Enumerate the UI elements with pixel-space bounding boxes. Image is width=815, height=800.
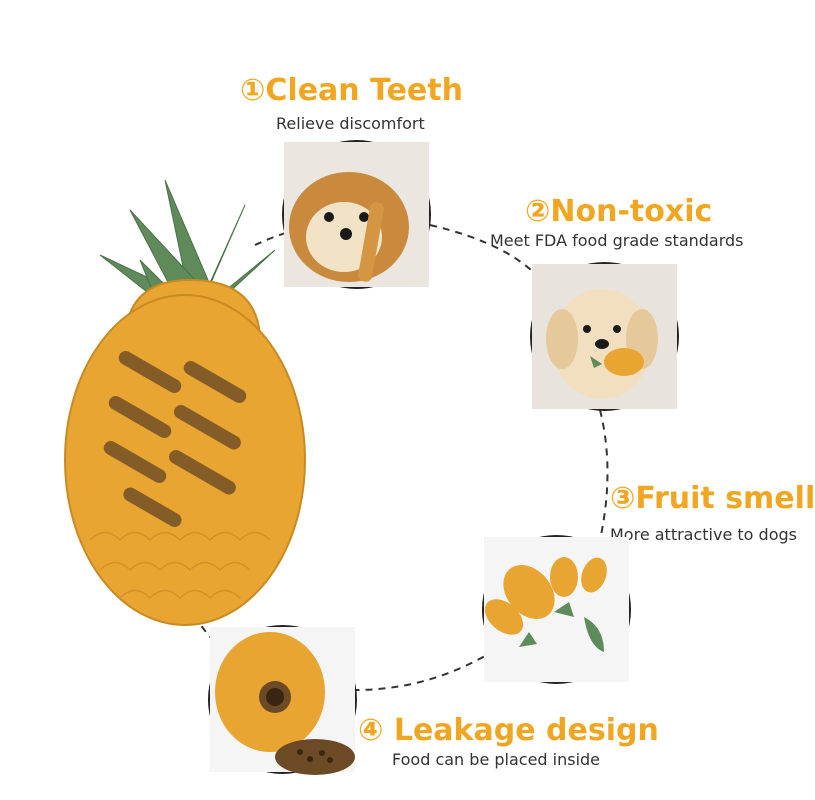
dog-chewing-stick-photo [282,140,431,289]
feature-1-title: ①Clean Teeth [240,73,463,108]
pineapple-with-kibble-photo [208,625,357,775]
pineapple-toys-group-photo [482,535,631,684]
feature-4-subtitle: Food can be placed inside [392,750,601,769]
pineapple-chew-toy-image [64,179,306,626]
golden-retriever-with-toy-photo [530,262,679,411]
feature-2-title: ②Non-toxic [525,194,713,229]
feature-3-title: ③Fruit smell [610,481,815,516]
feature-4-title: ④ Leakage design [358,713,659,748]
feature-1-subtitle: Relieve discomfort [276,114,425,133]
feature-3-subtitle: More attractive to dogs [610,525,797,544]
feature-2-subtitle: Meet FDA food grade standards [490,231,744,250]
